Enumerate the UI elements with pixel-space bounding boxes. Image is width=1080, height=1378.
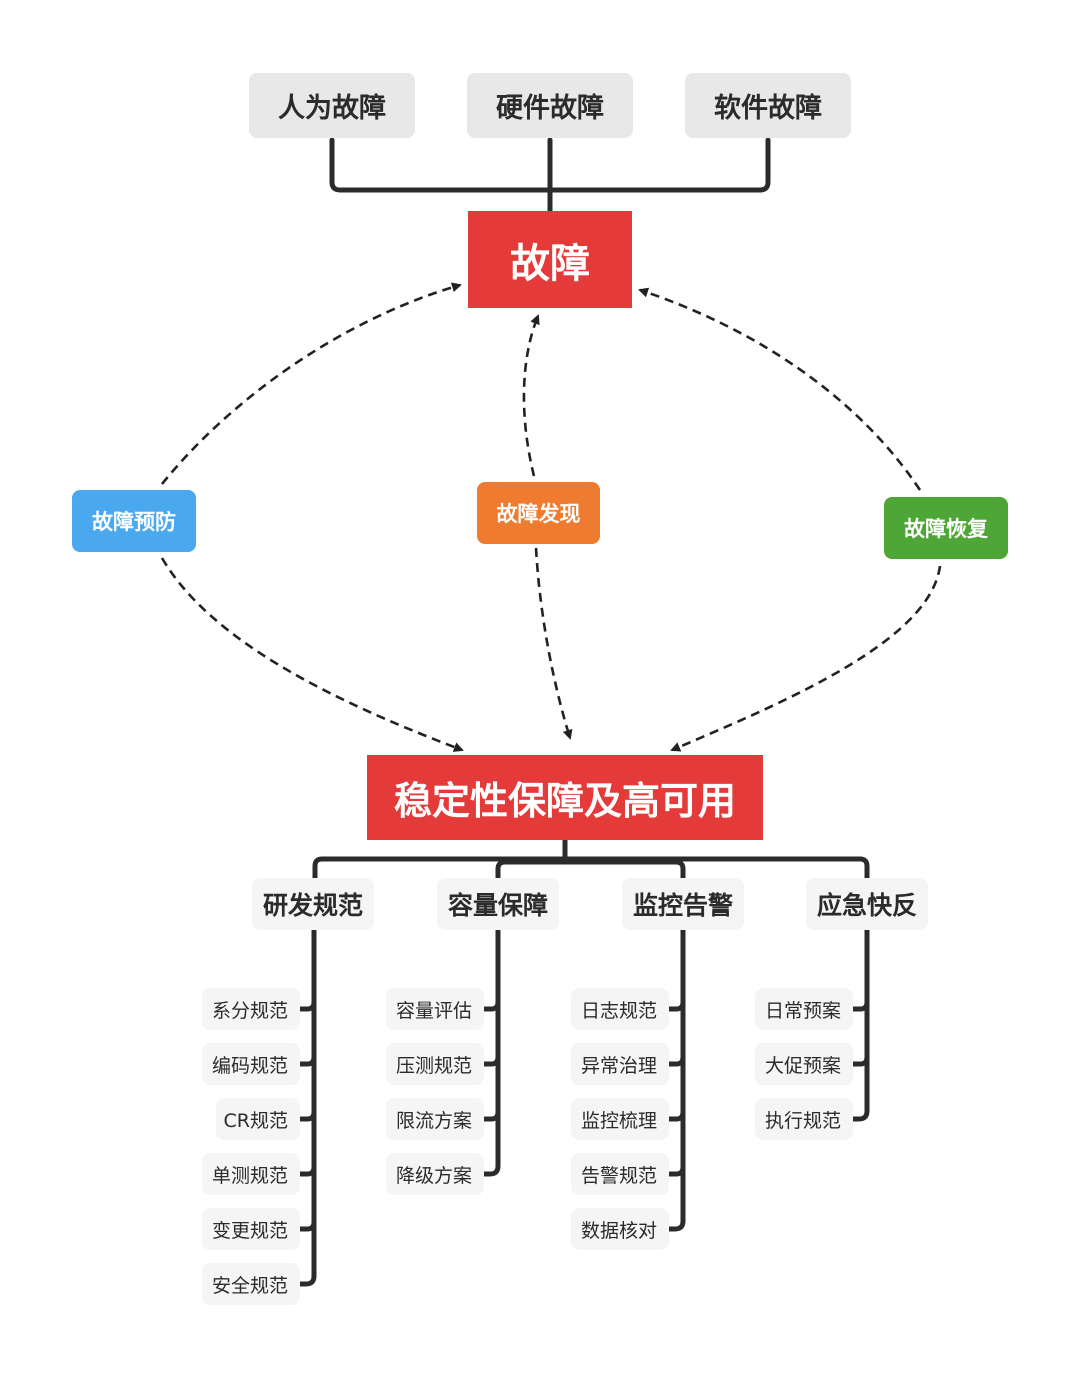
leaf-connector (297, 1164, 317, 1177)
flow-recovery-to-main (670, 565, 942, 752)
leaf-connector (297, 1109, 317, 1122)
leaf-node-capacity[interactable]: 容量评估 (386, 988, 484, 1030)
leaf-node-monitoring[interactable]: 数据核对 (571, 1208, 669, 1250)
leaf-connector (297, 1054, 317, 1067)
leaf-spine-capacity (481, 927, 501, 1177)
leaf-connector (666, 1054, 686, 1067)
flow-discovery-to-main (534, 547, 573, 740)
cause-node-human[interactable]: 人为故障 (249, 73, 415, 138)
leaf-node-emergency[interactable]: 日常预案 (755, 988, 853, 1030)
leaf-node-rd[interactable]: 编码规范 (202, 1043, 300, 1085)
leaf-spine-emergency (850, 927, 870, 1122)
leaf-connector (666, 1164, 686, 1177)
leaf-node-monitoring[interactable]: 异常治理 (571, 1043, 669, 1085)
leaf-connector (297, 999, 317, 1012)
main-node-stability[interactable]: 稳定性保障及高可用 (367, 755, 763, 840)
leaf-node-capacity[interactable]: 降级方案 (386, 1153, 484, 1195)
leaf-node-monitoring[interactable]: 日志规范 (571, 988, 669, 1030)
branch-node-emergency[interactable]: 应急快反 (806, 878, 928, 930)
leaf-node-rd[interactable]: 系分规范 (202, 988, 300, 1030)
leaf-connector (481, 1109, 501, 1122)
phase-node-prevention[interactable]: 故障预防 (72, 490, 196, 552)
leaf-node-capacity[interactable]: 压测规范 (386, 1043, 484, 1085)
root-node-fault[interactable]: 故障 (468, 211, 632, 308)
leaf-node-emergency[interactable]: 执行规范 (755, 1098, 853, 1140)
leaf-node-rd[interactable]: CR规范 (216, 1098, 300, 1140)
flow-recovery-to-fault (638, 287, 922, 491)
leaf-spine-monitoring (666, 927, 686, 1232)
leaf-connector (850, 1054, 870, 1067)
leaf-node-rd[interactable]: 单测规范 (202, 1153, 300, 1195)
leaf-connector (666, 999, 686, 1012)
branch-node-capacity[interactable]: 容量保障 (437, 878, 559, 930)
leaf-node-rd[interactable]: 安全规范 (202, 1263, 300, 1305)
phase-node-discovery[interactable]: 故障发现 (477, 482, 600, 544)
leaf-node-monitoring[interactable]: 告警规范 (571, 1153, 669, 1195)
flow-prevention-to-fault (160, 282, 462, 485)
branch-bar-inner (495, 859, 686, 881)
leaf-connector (481, 1054, 501, 1067)
leaf-connector (297, 1219, 317, 1232)
branch-bar-outer (312, 856, 870, 881)
leaf-node-emergency[interactable]: 大促预案 (755, 1043, 853, 1085)
flow-prevention-to-main (160, 557, 464, 752)
leaf-node-capacity[interactable]: 限流方案 (386, 1098, 484, 1140)
branch-node-monitoring[interactable]: 监控告警 (622, 878, 744, 930)
flow-discovery-to-fault (522, 314, 540, 477)
branch-node-rd-standards[interactable]: 研发规范 (252, 878, 374, 930)
cause-node-hardware[interactable]: 硬件故障 (467, 73, 633, 138)
cause-node-software[interactable]: 软件故障 (685, 73, 851, 138)
leaf-connector (481, 999, 501, 1012)
leaf-connector (666, 1109, 686, 1122)
leaf-spine-rd (297, 927, 317, 1287)
leaf-node-monitoring[interactable]: 监控梳理 (571, 1098, 669, 1140)
phase-node-recovery[interactable]: 故障恢复 (884, 497, 1008, 559)
leaf-node-rd[interactable]: 变更规范 (202, 1208, 300, 1250)
leaf-connector (850, 999, 870, 1012)
